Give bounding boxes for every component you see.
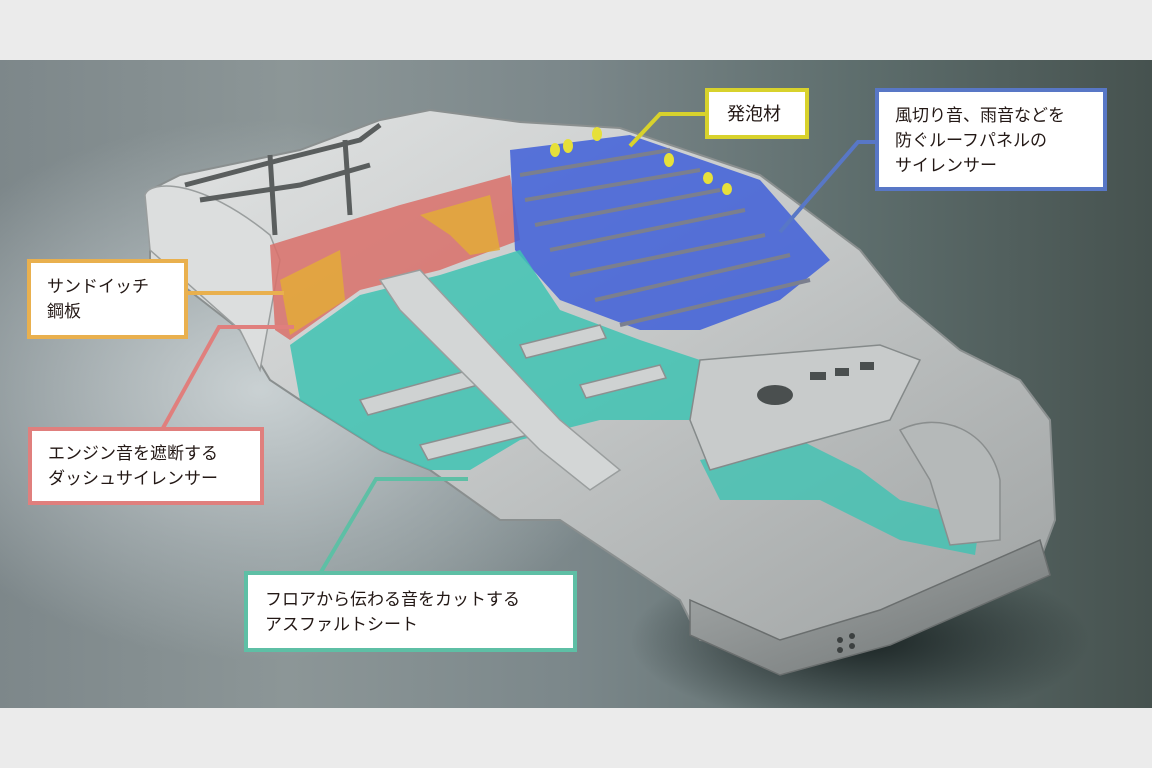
rear-wheelhouse	[898, 421, 1001, 546]
callout-foam: 発泡材	[705, 88, 809, 139]
callout-dash-silencer: エンジン音を遮断する ダッシュサイレンサー	[28, 427, 264, 505]
center-tunnel	[378, 269, 622, 491]
car-body-drawing	[144, 108, 1090, 708]
roof-silencer-region	[510, 135, 830, 330]
foam-markers	[550, 127, 732, 195]
radiator-support	[184, 123, 382, 236]
asphalt-sheet-trunk	[700, 440, 980, 555]
floor-cross-members	[358, 324, 668, 461]
callout-roof-silencer: 風切り音、雨音などを 防ぐルーフパネルの サイレンサー	[875, 88, 1107, 191]
callout-asphalt-sheet: フロアから伝わる音をカットする アスファルトシート	[244, 571, 577, 652]
bottom-margin	[0, 708, 1152, 768]
parcel-shelf-holes	[757, 362, 874, 405]
rear-bumper-beam	[689, 538, 1051, 676]
sandwich-steel-region	[280, 250, 345, 335]
rear-parcel-shelf	[689, 344, 922, 471]
sandwich-steel-region-2	[420, 195, 500, 255]
foam-leader-line	[628, 112, 706, 148]
floor-leader-line	[319, 477, 468, 574]
top-margin	[0, 0, 1152, 60]
bumper-holes	[837, 633, 855, 653]
callout-sandwich-steel: サンドイッチ 鋼板	[27, 259, 188, 339]
roof-leader-line	[778, 140, 876, 234]
roof-bows	[519, 148, 811, 327]
dash-leader-line	[161, 325, 294, 429]
